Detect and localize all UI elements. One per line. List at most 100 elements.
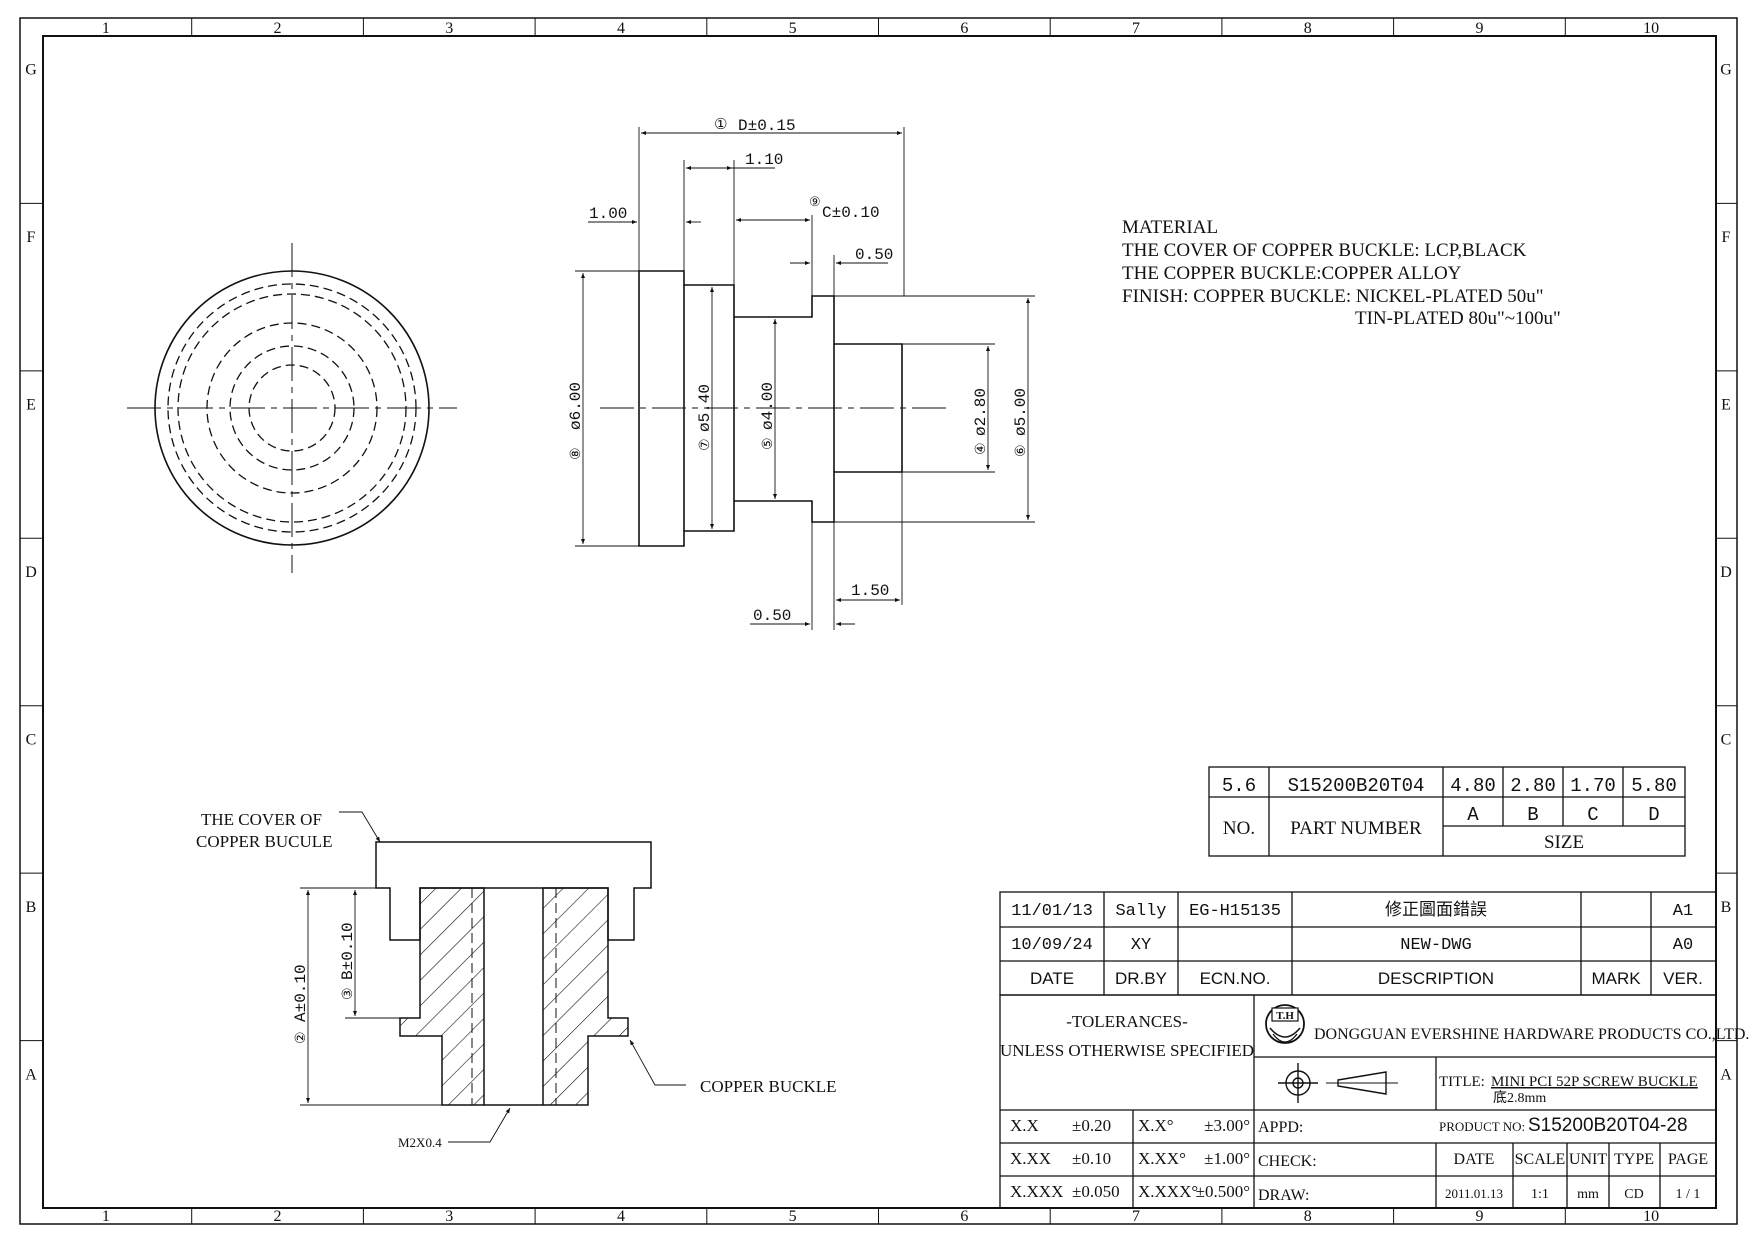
material-line-4: FINISH: COPPER BUCKLE: NICKEL-PLATED 50u… bbox=[1122, 286, 1544, 307]
border bbox=[19, 17, 1738, 1225]
balloon-A: ② bbox=[294, 1031, 310, 1044]
dim-phi540-text: ø5.40 bbox=[696, 384, 714, 432]
balloon-8: ⑧ bbox=[569, 447, 585, 460]
border-column-label: 7 bbox=[1132, 1208, 1140, 1225]
tol-2-angle-label: X.XX° bbox=[1138, 1149, 1186, 1168]
border-column-label: 2 bbox=[274, 1208, 282, 1225]
product-no-value: S15200B20T04-28 bbox=[1528, 1115, 1688, 1136]
dim-B-text: B±0.10 bbox=[339, 922, 357, 980]
tb-header-page: PAGE bbox=[1668, 1151, 1708, 1168]
balloon-5: ⑤ bbox=[761, 437, 777, 450]
dim-phi600-text: ø6.00 bbox=[567, 382, 585, 430]
rev-header-mark: MARK bbox=[1591, 969, 1641, 988]
tb-header-scale: SCALE bbox=[1515, 1151, 1566, 1168]
border-column-label: 1 bbox=[102, 20, 110, 37]
border-column-label: 6 bbox=[960, 1208, 968, 1225]
material-notes: MATERIAL THE COVER OF COPPER BUCKLE: LCP… bbox=[1122, 217, 1561, 329]
size-table-pn-header: PART NUMBER bbox=[1290, 818, 1422, 839]
buckle-right-wall bbox=[542, 887, 629, 1106]
material-line-3: THE COPPER BUCKLE:COPPER ALLOY bbox=[1122, 263, 1462, 284]
border-row-label: F bbox=[27, 229, 36, 246]
size-table-sub-b: B bbox=[1527, 804, 1538, 826]
title-label: TITLE: bbox=[1439, 1074, 1485, 1090]
dim-050-bottom-text: 0.50 bbox=[753, 607, 791, 625]
size-table-a-value: 4.80 bbox=[1450, 775, 1496, 797]
border-row-label: G bbox=[25, 62, 37, 79]
border-column-label: 1 bbox=[102, 1208, 110, 1225]
dim-phi400-text: ø4.00 bbox=[759, 382, 777, 430]
border-column-label: 10 bbox=[1643, 20, 1659, 37]
rev-header-ecn: ECN.NO. bbox=[1200, 969, 1271, 988]
tol-3-angle-label: X.XXX° bbox=[1138, 1182, 1198, 1201]
title-sub: 底2.8mm bbox=[1493, 1090, 1546, 1106]
border-row-label: E bbox=[1721, 397, 1731, 414]
border-column-label: 2 bbox=[274, 20, 282, 37]
border-column-label: 7 bbox=[1132, 20, 1140, 37]
cover-label-line-1: THE COVER OF bbox=[201, 810, 322, 829]
tb-value-unit: mm bbox=[1577, 1187, 1599, 1202]
tb-header-date: DATE bbox=[1454, 1151, 1495, 1168]
balloon-7: ⑦ bbox=[698, 438, 714, 451]
size-table-sub-c: C bbox=[1587, 804, 1598, 826]
border-column-label: 9 bbox=[1475, 20, 1483, 37]
border-row-label: D bbox=[1720, 564, 1732, 581]
dim-C-text: C±0.10 bbox=[822, 204, 880, 222]
balloon-4: ④ bbox=[974, 442, 990, 455]
size-table-no-header: NO. bbox=[1223, 818, 1255, 839]
company-logo: T.H bbox=[1265, 1004, 1305, 1044]
balloon-6: ⑥ bbox=[1014, 444, 1030, 457]
tol-1-value: ±0.20 bbox=[1072, 1116, 1111, 1135]
size-table: 5.6 S15200B20T04 4.80 2.80 1.70 5.80 A B… bbox=[1208, 766, 1686, 857]
border-column-label: 3 bbox=[445, 20, 453, 37]
copper-buckle-label: COPPER BUCKLE bbox=[700, 1077, 837, 1096]
dim-phi280-text: ø2.80 bbox=[972, 388, 990, 436]
dim-110-text: 1.10 bbox=[745, 151, 783, 169]
border-column-label: 9 bbox=[1475, 1208, 1483, 1225]
outer-frame bbox=[19, 17, 1738, 1225]
rev-header-drby: DR.BY bbox=[1115, 969, 1167, 988]
rev-2-date: 10/09/24 bbox=[1011, 936, 1093, 955]
balloon-B: ③ bbox=[341, 987, 357, 1000]
size-table-part-number: S15200B20T04 bbox=[1288, 775, 1425, 797]
rev-1-ecn: EG-H15135 bbox=[1189, 902, 1281, 921]
size-table-size-header: SIZE bbox=[1544, 832, 1584, 853]
border-column-label: 5 bbox=[789, 20, 797, 37]
border-row-label: C bbox=[1721, 731, 1732, 748]
size-table-sub-d: D bbox=[1648, 804, 1659, 826]
border-row-label: A bbox=[25, 1066, 37, 1083]
dim-150-text: 1.50 bbox=[851, 582, 889, 600]
rev-1-date: 11/01/13 bbox=[1011, 902, 1093, 921]
material-line-5: TIN-PLATED 80u"~100u" bbox=[1355, 308, 1561, 329]
dim-phi500-text: ø5.00 bbox=[1012, 388, 1030, 436]
side-view: ① D±0.15 1.10 1.00 ⑨ C±0.10 0.50 1.50 0.… bbox=[567, 117, 1035, 630]
border-row-label: F bbox=[1722, 229, 1731, 246]
tol-3-angle-value: ±0.500° bbox=[1196, 1182, 1250, 1201]
company-name: DONGGUAN EVERSHINE HARDWARE PRODUCTS CO.… bbox=[1314, 1026, 1749, 1043]
revision-block: 11/01/13 Sally EG-H15135 修正圖面錯誤 A1 10/09… bbox=[999, 891, 1717, 996]
title-block: -TOLERANCES- UNLESS OTHERWISE SPECIFIED … bbox=[999, 994, 1749, 1209]
rev-2-description: NEW-DWG bbox=[1400, 936, 1471, 955]
border-column-label: 8 bbox=[1304, 20, 1312, 37]
tb-value-type: CD bbox=[1624, 1187, 1643, 1202]
dim-050-top-text: 0.50 bbox=[855, 246, 893, 264]
tb-value-page: 1 / 1 bbox=[1676, 1187, 1701, 1202]
tb-header-unit: UNIT bbox=[1569, 1151, 1607, 1168]
rev-1-drby: Sally bbox=[1115, 902, 1166, 921]
appd-label: APPD: bbox=[1258, 1119, 1303, 1136]
tolerances-subtitle: UNLESS OTHERWISE SPECIFIED bbox=[1000, 1041, 1254, 1060]
border-column-label: 6 bbox=[960, 20, 968, 37]
buckle-left-wall bbox=[399, 887, 485, 1106]
tolerances-title: -TOLERANCES- bbox=[1066, 1012, 1188, 1031]
tol-3-value: ±0.050 bbox=[1072, 1182, 1120, 1201]
border-column-label: 3 bbox=[445, 1208, 453, 1225]
border-column-label: 5 bbox=[789, 1208, 797, 1225]
product-no-label: PRODUCT NO: bbox=[1439, 1119, 1525, 1134]
cover-outline bbox=[375, 841, 652, 941]
tb-value-scale: 1:1 bbox=[1531, 1187, 1549, 1202]
tol-1-angle-label: X.X° bbox=[1138, 1116, 1174, 1135]
title-value: MINI PCI 52P SCREW BUCKLE bbox=[1491, 1074, 1698, 1090]
size-table-sub-a: A bbox=[1467, 804, 1479, 826]
dim-A-text: A±0.10 bbox=[292, 964, 310, 1022]
tb-value-date: 2011.01.13 bbox=[1445, 1186, 1503, 1201]
